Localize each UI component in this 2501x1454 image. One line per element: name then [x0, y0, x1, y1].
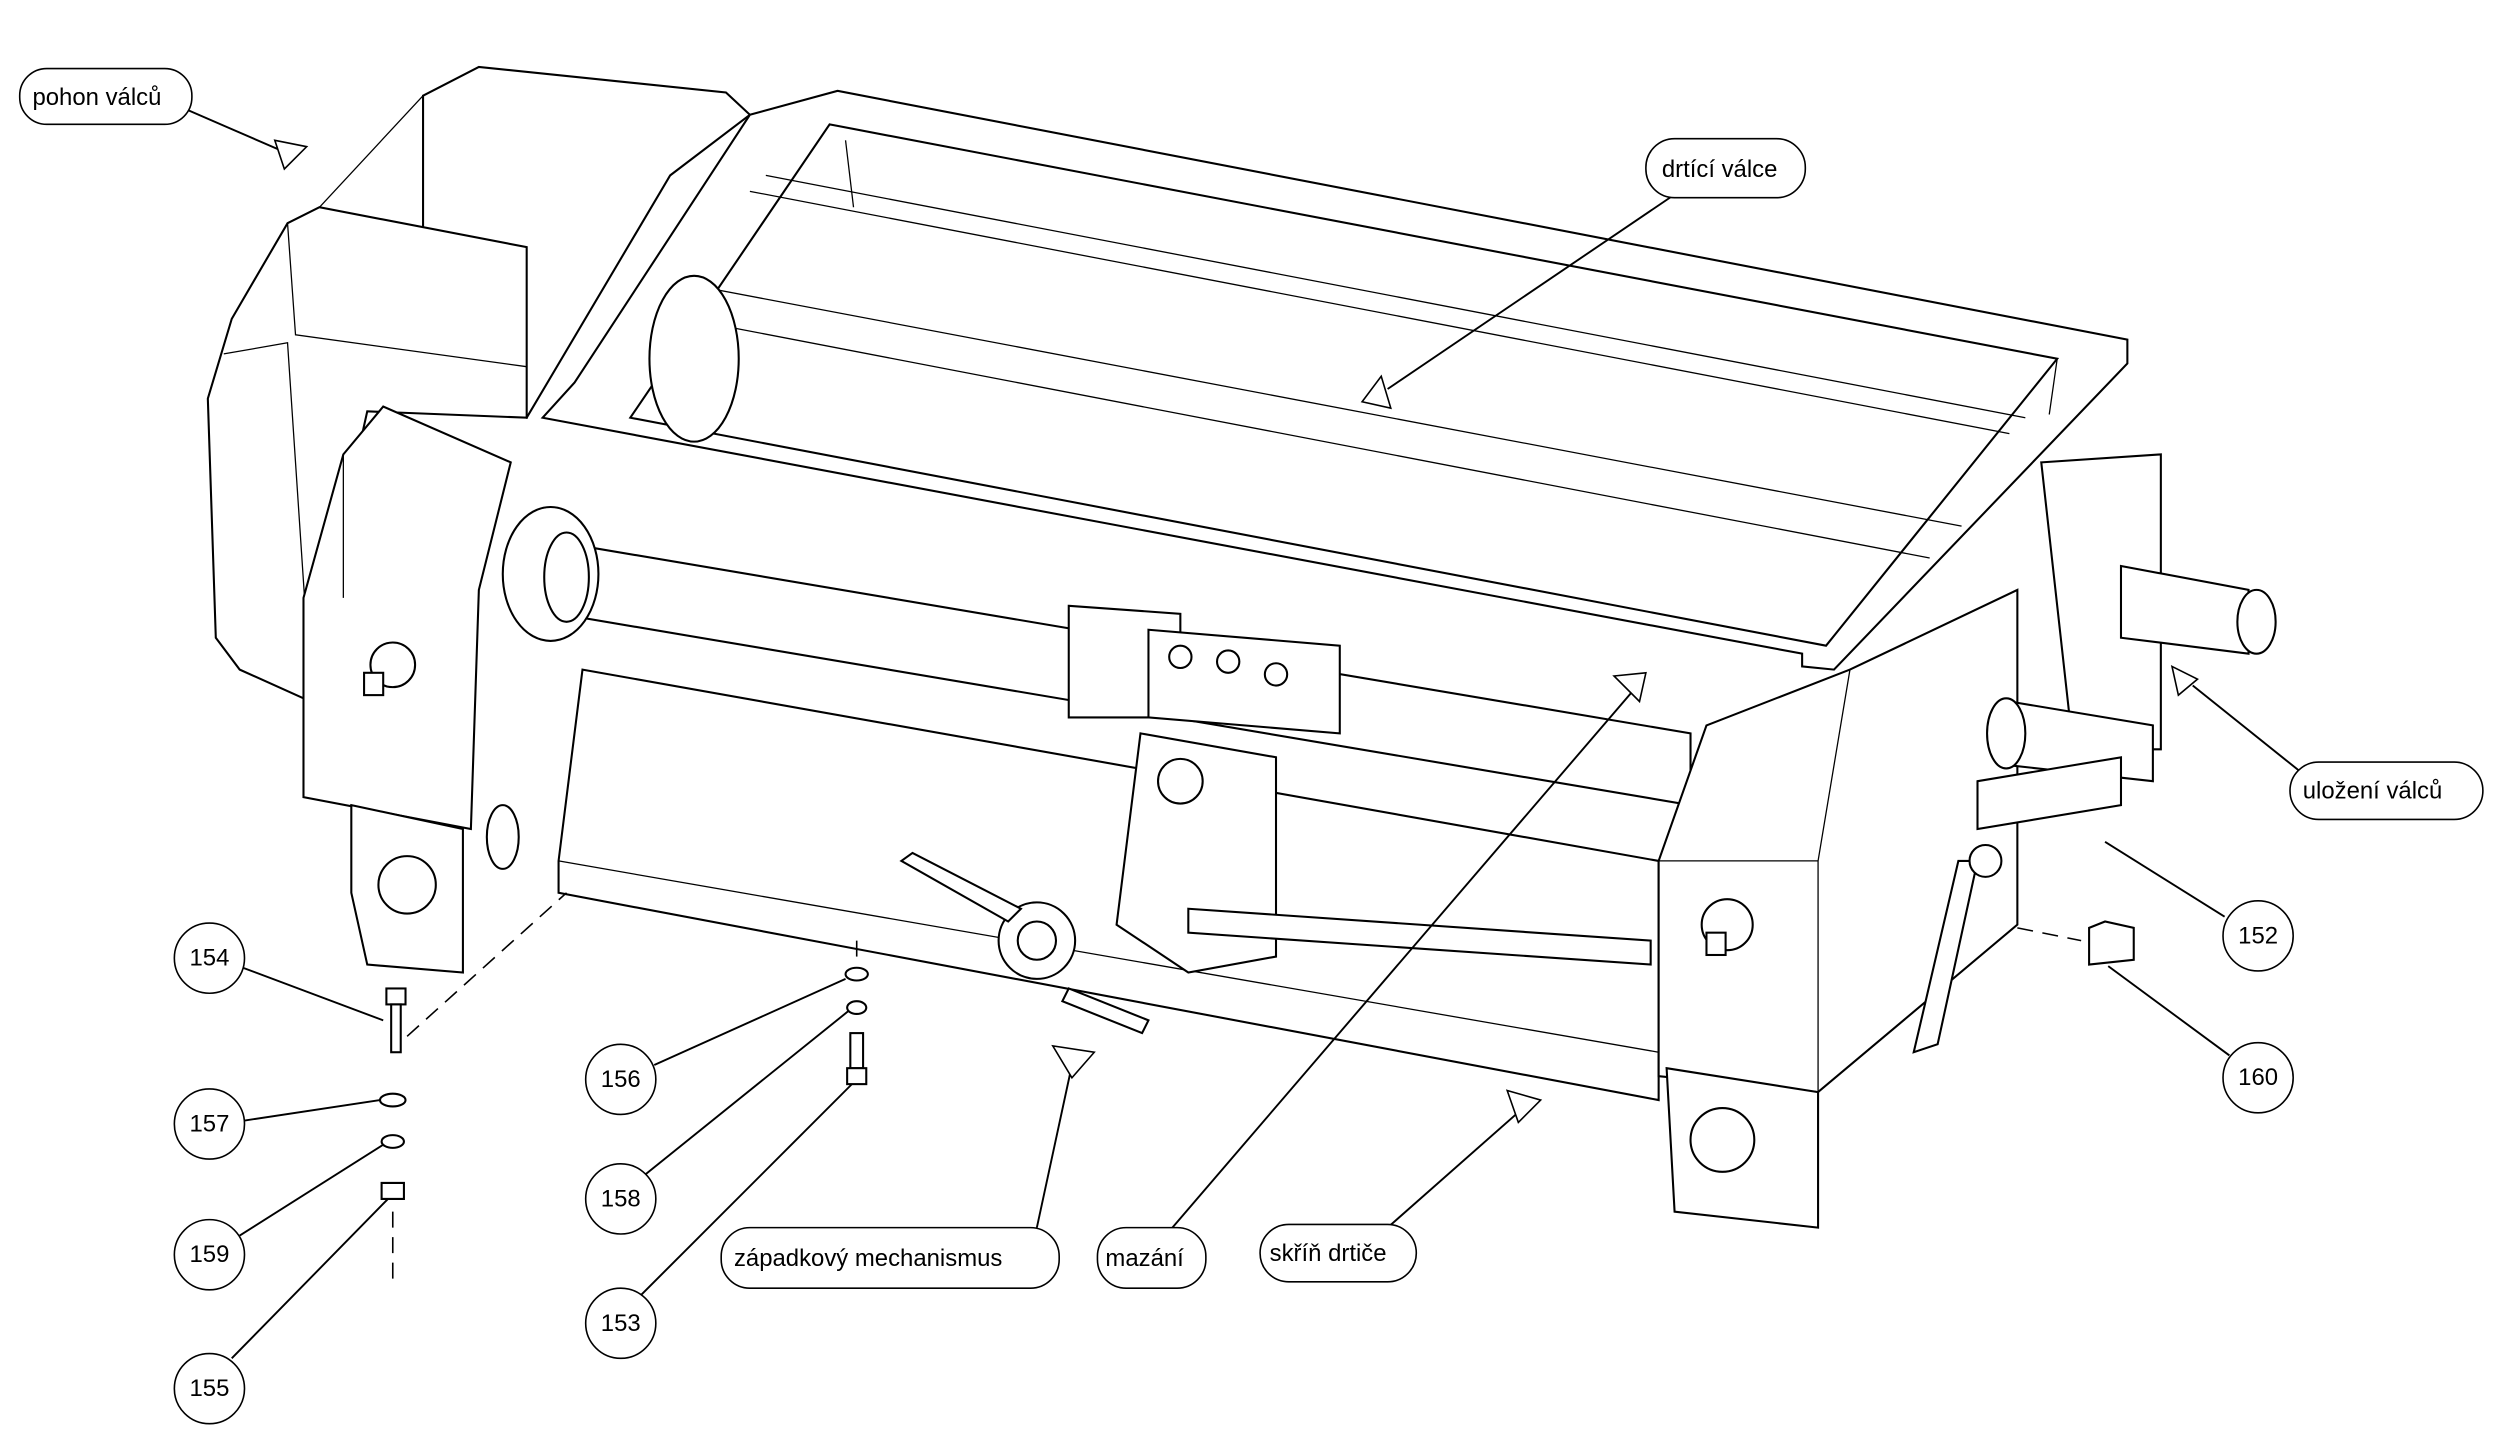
crusher-housing-base [485, 668, 1660, 1102]
balloon-155: 155 [173, 1352, 246, 1425]
svg-text:158: 158 [601, 1185, 641, 1212]
callout-leaders [183, 107, 2313, 1360]
label-roll-bearing: uložení válců [2289, 761, 2484, 821]
label-crushing-rolls: drtící válce [1645, 137, 1807, 199]
svg-text:západkový mechanismus: západkový mechanismus [734, 1245, 1002, 1272]
svg-text:152: 152 [2238, 922, 2278, 949]
svg-text:160: 160 [2238, 1064, 2278, 1091]
svg-text:157: 157 [189, 1110, 229, 1137]
balloon-158: 158 [584, 1163, 657, 1235]
crushing-rolls [648, 174, 2026, 559]
label-crusher-housing: skříň drtiče [1259, 1223, 1418, 1283]
balloon-157: 157 [173, 1088, 246, 1160]
label-ratchet-mechanism: západkový mechanismus [720, 1226, 1060, 1289]
svg-text:pohon válců: pohon válců [32, 84, 161, 111]
svg-text:skříň drtiče: skříň drtiče [1270, 1240, 1387, 1267]
balloon-154: 154 [173, 922, 246, 995]
right-bearing-block [1657, 453, 2277, 1229]
balloon-152: 152 [2222, 899, 2294, 972]
svg-text:155: 155 [189, 1375, 229, 1402]
svg-text:159: 159 [189, 1241, 229, 1268]
balloon-156: 156 [584, 1043, 657, 1116]
svg-text:154: 154 [189, 945, 229, 972]
svg-text:153: 153 [601, 1310, 641, 1337]
ratchet-mechanism [899, 604, 1652, 1035]
exploded-fasteners [378, 892, 2082, 1284]
balloon-159: 159 [173, 1218, 246, 1291]
svg-text:mazání: mazání [1105, 1245, 1184, 1272]
svg-text:156: 156 [601, 1066, 641, 1093]
svg-text:drtící válce: drtící válce [1662, 156, 1778, 183]
label-lubrication: mazání [1096, 1226, 1207, 1289]
roll-drive-housing [206, 65, 752, 702]
balloon-153: 153 [584, 1287, 657, 1360]
balloon-160: 160 [2222, 1041, 2294, 1114]
left-bearing-block [302, 405, 512, 974]
label-roll-drive: pohon válců [18, 67, 193, 126]
svg-text:uložení válců: uložení válců [2303, 778, 2443, 805]
